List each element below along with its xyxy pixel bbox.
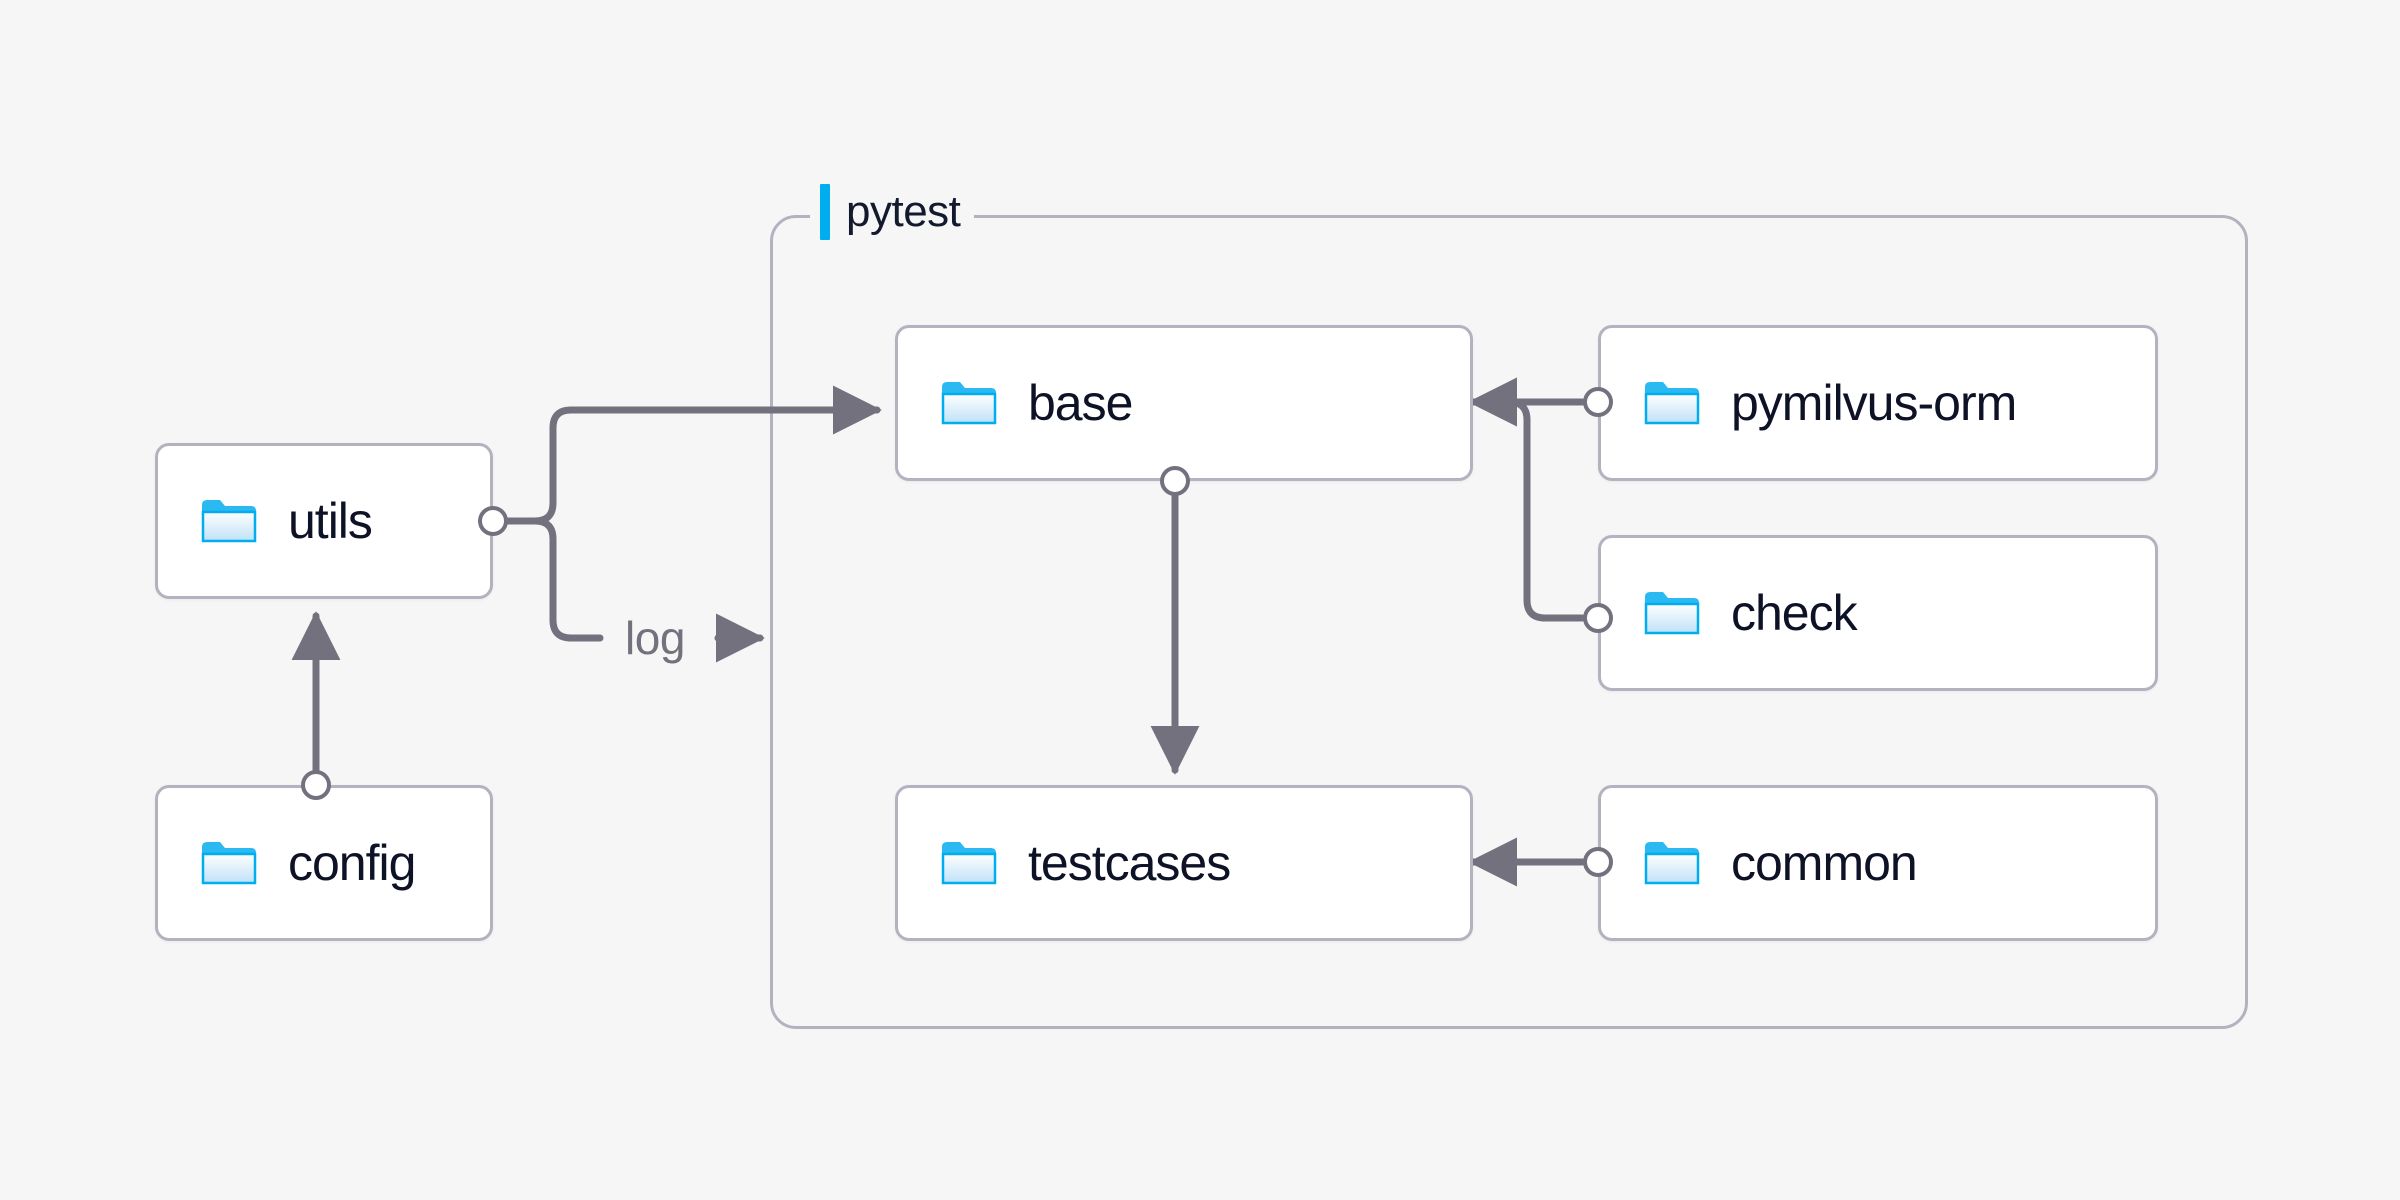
node-label: testcases [1028,835,1231,891]
node-common[interactable]: common [1598,785,2158,941]
node-label: base [1028,375,1133,431]
folder-icon [201,842,257,885]
port-pymilvus-orm-left[interactable] [1583,387,1613,417]
node-label: config [288,835,416,891]
node-utils[interactable]: utils [155,443,493,599]
port-common-left[interactable] [1583,847,1613,877]
folder-icon [1644,592,1700,635]
group-pytest-label: pytest [810,183,975,241]
folder-icon [941,382,997,425]
edge-label-log: log [619,611,691,665]
edge-utils-log [531,517,604,642]
node-pymilvus-orm[interactable]: pymilvus-orm [1598,325,2158,481]
port-base-bottom[interactable] [1160,466,1190,496]
group-pytest[interactable] [770,215,2248,1029]
group-accent-bar [820,184,830,240]
folder-icon [941,842,997,885]
port-utils-right[interactable] [478,506,508,536]
node-label: check [1731,585,1858,641]
folder-icon [201,500,257,543]
node-label: common [1731,835,1918,891]
node-testcases[interactable]: testcases [895,785,1473,941]
port-config-top[interactable] [301,770,331,800]
node-config[interactable]: config [155,785,493,941]
node-check[interactable]: check [1598,535,2158,691]
node-label: pymilvus-orm [1731,375,2017,431]
folder-icon [1644,382,1700,425]
node-base[interactable]: base [895,325,1473,481]
group-label-text: pytest [846,187,961,236]
folder-icon [1644,842,1700,885]
node-label: utils [288,493,373,549]
port-check-left[interactable] [1583,603,1613,633]
